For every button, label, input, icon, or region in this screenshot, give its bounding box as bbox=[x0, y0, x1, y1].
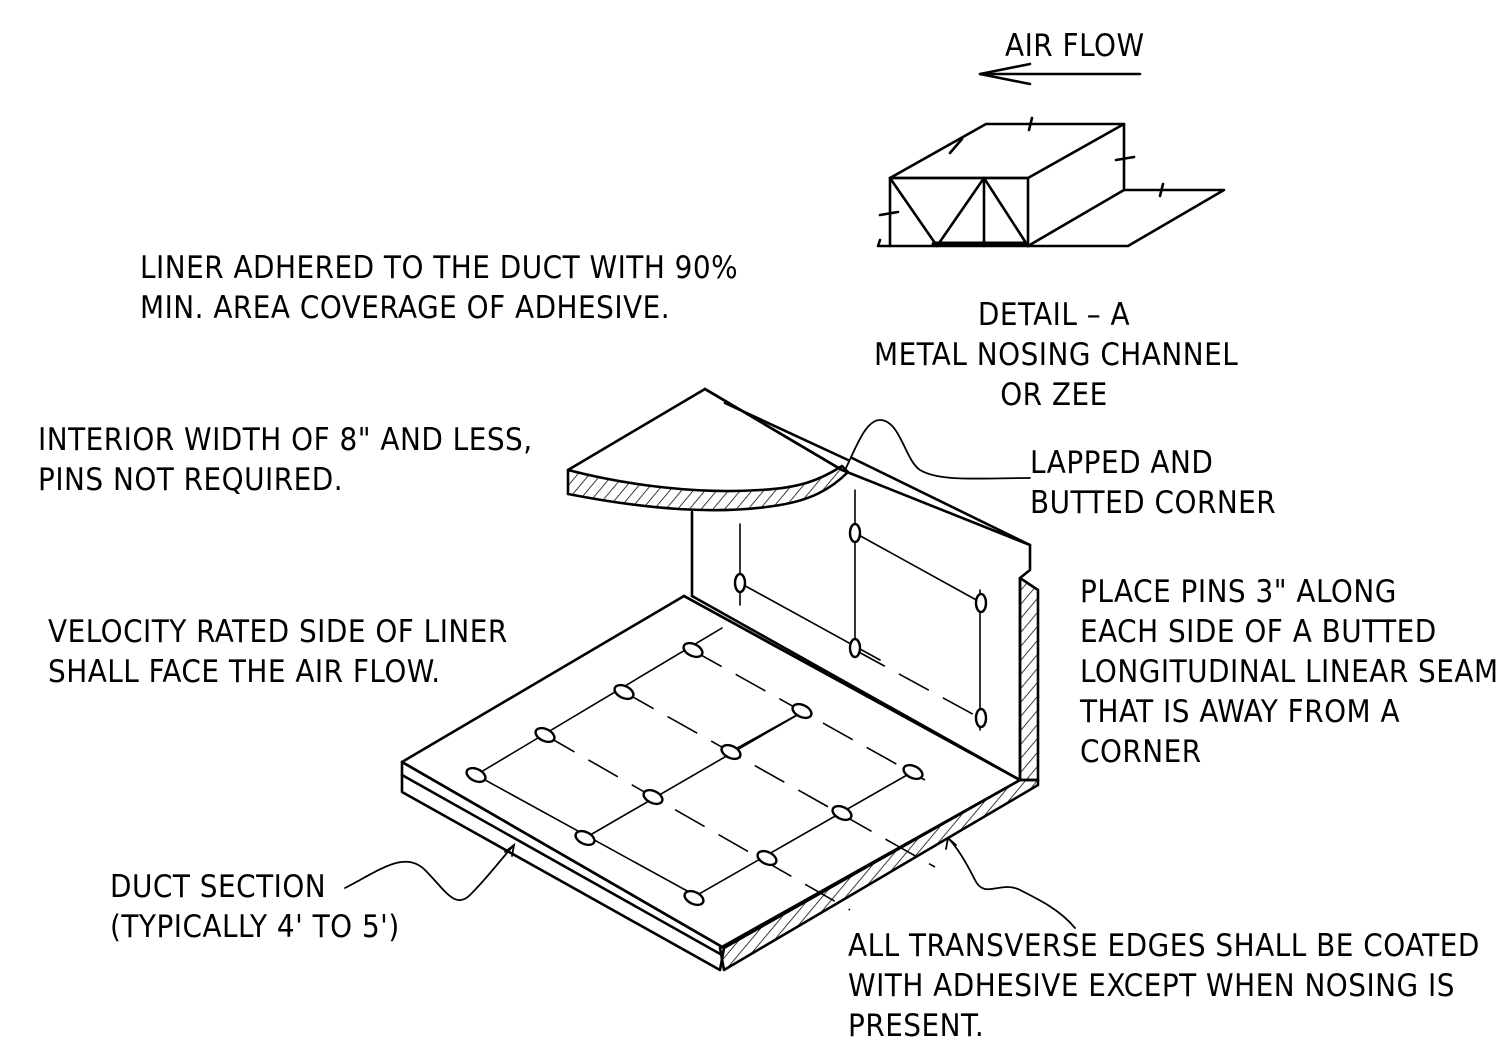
pins-note-line: EACH SIDE OF A BUTTED bbox=[1080, 614, 1437, 650]
velocity-note-line: SHALL FACE THE AIR FLOW. bbox=[48, 654, 441, 690]
duct-section-note: DUCT SECTION (TYPICALLY 4' TO 5') bbox=[110, 867, 400, 947]
adhesive-note-line: MIN. AREA COVERAGE OF ADHESIVE. bbox=[140, 290, 671, 326]
transverse-edges-note: ALL TRANSVERSE EDGES SHALL BE COATED WIT… bbox=[848, 926, 1480, 1043]
duct-section-note-line: (TYPICALLY 4' TO 5') bbox=[110, 909, 400, 945]
transverse-edges-note-line: WITH ADHESIVE EXCEPT WHEN NOSING IS bbox=[848, 968, 1455, 1004]
pins-note-line: LONGITUDINAL LINEAR SEAM bbox=[1080, 654, 1496, 690]
interior-width-note: INTERIOR WIDTH OF 8" AND LESS, PINS NOT … bbox=[38, 420, 533, 500]
detail-a-line: OR ZEE bbox=[1000, 377, 1108, 413]
duct-section-note-line: DUCT SECTION bbox=[110, 869, 327, 905]
pins-note-line: CORNER bbox=[1080, 734, 1202, 770]
detail-a-title: DETAIL – A bbox=[977, 297, 1131, 333]
pins-note-line: THAT IS AWAY FROM A bbox=[1080, 694, 1401, 730]
adhesive-note: LINER ADHERED TO THE DUCT WITH 90% MIN. … bbox=[140, 248, 738, 328]
adhesive-note-line: LINER ADHERED TO THE DUCT WITH 90% bbox=[140, 250, 739, 286]
transverse-edges-note-line: ALL TRANSVERSE EDGES SHALL BE COATED bbox=[848, 928, 1480, 964]
interior-width-note-line: PINS NOT REQUIRED. bbox=[38, 462, 344, 498]
detail-a-line: METAL NOSING CHANNEL bbox=[874, 337, 1239, 373]
duct-liner-isometric bbox=[400, 387, 1040, 972]
detail-a-caption: DETAIL – A METAL NOSING CHANNEL OR ZEE bbox=[874, 295, 1239, 415]
leader-lines bbox=[344, 419, 1076, 929]
detail-a-nosing-sketch bbox=[876, 116, 1226, 248]
airflow-label-text: AIR FLOW bbox=[1005, 28, 1145, 64]
lapped-corner-note-line: BUTTED CORNER bbox=[1030, 485, 1277, 521]
lapped-corner-note-line: LAPPED AND bbox=[1030, 445, 1214, 481]
airflow-arrow bbox=[978, 62, 1142, 86]
velocity-note: VELOCITY RATED SIDE OF LINER SHALL FACE … bbox=[48, 612, 508, 692]
pins-note-line: PLACE PINS 3" ALONG bbox=[1080, 574, 1397, 610]
velocity-note-line: VELOCITY RATED SIDE OF LINER bbox=[48, 614, 508, 650]
airflow-label: AIR FLOW bbox=[1005, 26, 1145, 66]
lapped-corner-note: LAPPED AND BUTTED CORNER bbox=[1030, 443, 1276, 523]
transverse-edges-note-line: PRESENT. bbox=[848, 1008, 985, 1043]
pins-note: PLACE PINS 3" ALONG EACH SIDE OF A BUTTE… bbox=[1080, 572, 1496, 772]
interior-width-note-line: INTERIOR WIDTH OF 8" AND LESS, bbox=[38, 422, 533, 458]
